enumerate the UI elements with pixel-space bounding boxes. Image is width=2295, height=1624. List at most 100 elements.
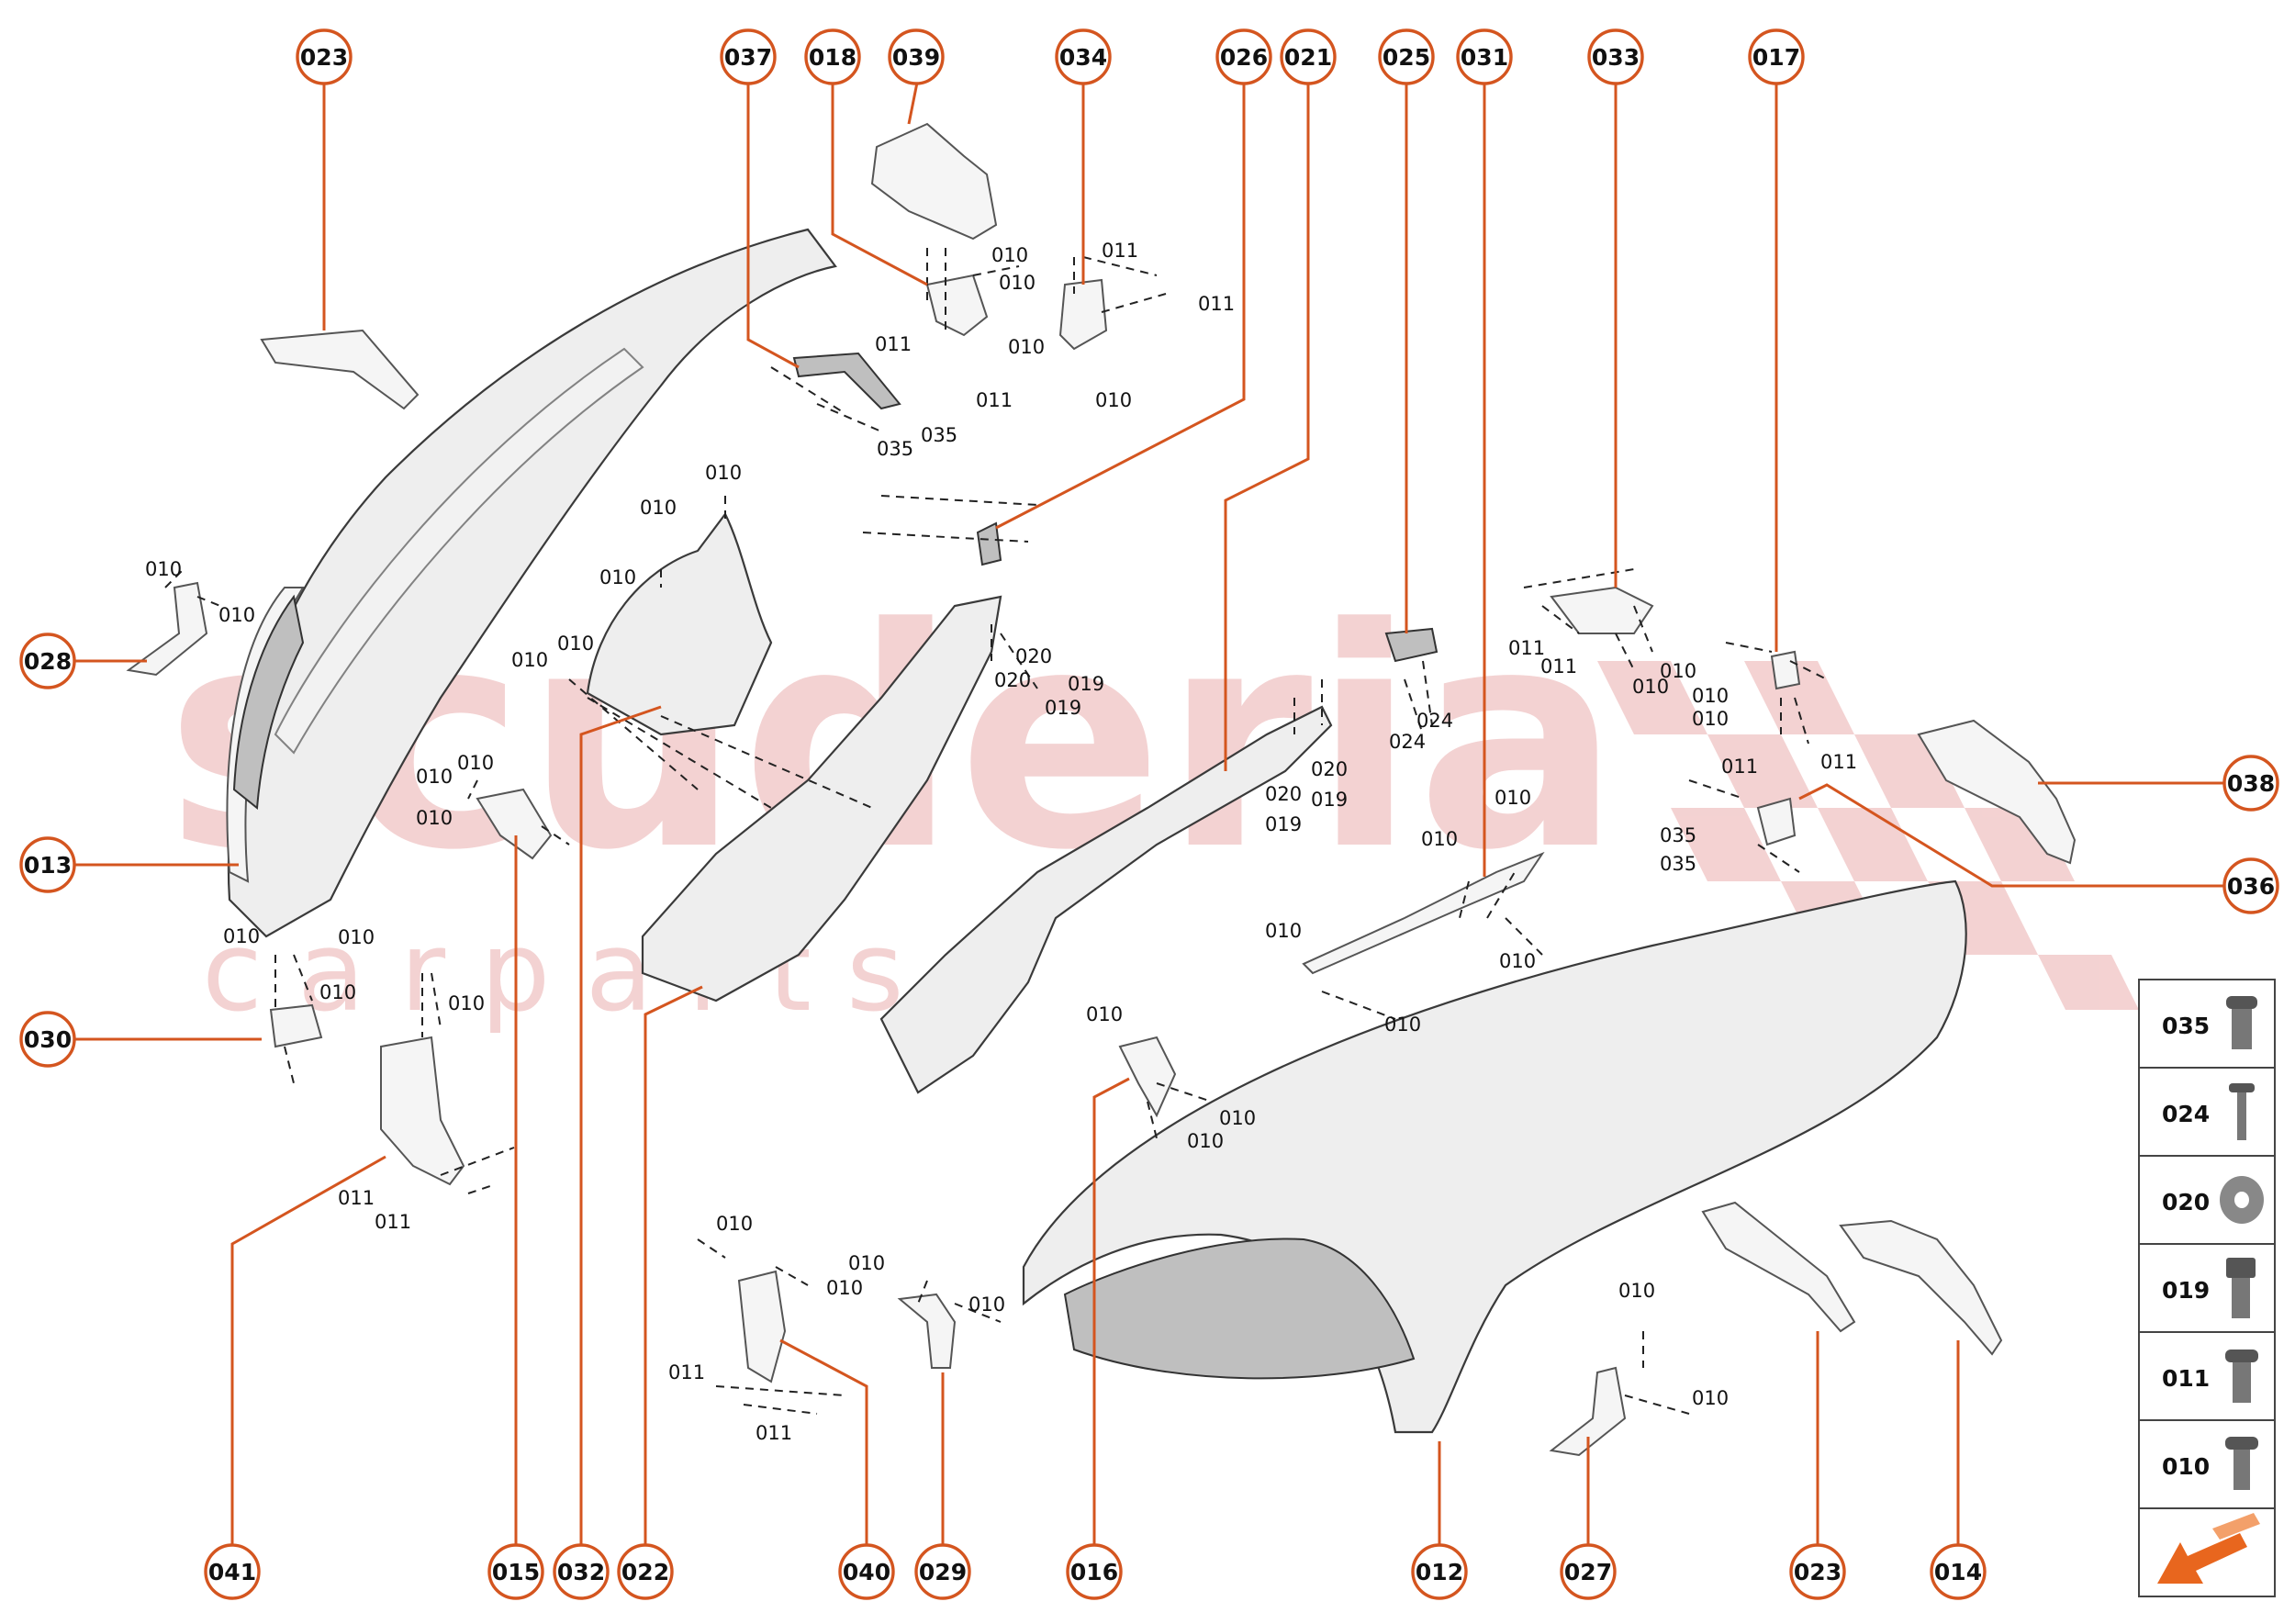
callout-015[interactable]: 015 xyxy=(487,1543,544,1600)
svg-text:036: 036 xyxy=(2227,873,2275,900)
callout-041[interactable]: 041 xyxy=(204,1543,261,1600)
callout-027[interactable]: 027 xyxy=(1560,1543,1617,1600)
bracket-027 xyxy=(1549,1366,1627,1457)
callout-040[interactable]: 040 xyxy=(838,1543,895,1600)
callout-038[interactable]: 038 xyxy=(2222,755,2279,812)
beam-022 xyxy=(641,595,1002,1002)
ref-label: 010 xyxy=(1421,828,1458,850)
svg-text:012: 012 xyxy=(1416,1559,1463,1585)
callout-039[interactable]: 039 xyxy=(888,28,945,85)
callout-012[interactable]: 012 xyxy=(1411,1543,1468,1600)
callout-018[interactable]: 018 xyxy=(804,28,861,85)
ref-label: 011 xyxy=(1102,240,1138,262)
inner-structure-032 xyxy=(586,511,773,736)
legend-row-024 xyxy=(2138,1067,2276,1157)
svg-text:037: 037 xyxy=(724,44,772,71)
flange-screw-icon xyxy=(2225,1437,2258,1490)
legend-row-011 xyxy=(2138,1331,2276,1421)
svg-text:040: 040 xyxy=(843,1559,890,1585)
ref-label: 019 xyxy=(1068,673,1104,695)
callout-023-top[interactable]: 023 xyxy=(296,28,353,85)
legend-code: 020 xyxy=(2162,1189,2210,1215)
callout-028[interactable]: 028 xyxy=(19,633,76,689)
callout-017[interactable]: 017 xyxy=(1748,28,1805,85)
strip-031 xyxy=(1302,851,1545,975)
svg-text:021: 021 xyxy=(1284,44,1332,71)
bracket-017 xyxy=(1770,650,1801,690)
callout-023-bottom[interactable]: 023 xyxy=(1789,1543,1846,1600)
svg-text:014: 014 xyxy=(1934,1559,1982,1585)
ref-label: 010 xyxy=(511,649,548,671)
callout-034[interactable]: 034 xyxy=(1055,28,1112,85)
svg-text:022: 022 xyxy=(621,1559,669,1585)
ref-label: 010 xyxy=(705,462,742,484)
callout-031[interactable]: 031 xyxy=(1456,28,1513,85)
legend-row-035 xyxy=(2138,979,2276,1069)
callout-037[interactable]: 037 xyxy=(720,28,777,85)
svg-text:041: 041 xyxy=(208,1559,256,1585)
callout-030[interactable]: 030 xyxy=(19,1011,76,1068)
svg-text:015: 015 xyxy=(492,1559,540,1585)
legend-code: 024 xyxy=(2162,1101,2210,1127)
leader-lines xyxy=(73,77,2226,1551)
part-026 xyxy=(976,521,1002,566)
svg-text:033: 033 xyxy=(1592,44,1640,71)
ref-label: 010 xyxy=(416,766,453,788)
flange-bolt-icon xyxy=(2226,996,2257,1049)
fastener-legend: 035 024 020 019 011 010 xyxy=(2138,979,2276,1597)
clip-strip-037 xyxy=(792,352,901,410)
ref-label: 010 xyxy=(416,807,453,829)
ref-label: 011 xyxy=(875,333,912,355)
ref-label: 011 xyxy=(976,389,1013,411)
callout-021[interactable]: 021 xyxy=(1280,28,1337,85)
bracket-029 xyxy=(897,1293,957,1369)
ref-label: 035 xyxy=(877,438,913,460)
callout-026[interactable]: 026 xyxy=(1215,28,1272,85)
ref-label: 010 xyxy=(1495,787,1531,809)
torx-bolt-icon xyxy=(2225,1350,2258,1403)
ref-label: 010 xyxy=(1692,708,1729,730)
callout-033[interactable]: 033 xyxy=(1587,28,1644,85)
ref-label: 020 xyxy=(1311,758,1348,780)
bracket-041 xyxy=(380,1036,465,1186)
bracket-018 xyxy=(925,274,989,337)
ref-label: 035 xyxy=(1660,824,1696,846)
ref-label: 019 xyxy=(1265,813,1302,835)
callout-013[interactable]: 013 xyxy=(19,836,76,893)
ref-label: 010 xyxy=(826,1277,863,1299)
svg-text:034: 034 xyxy=(1059,44,1107,71)
part-025 xyxy=(1384,627,1439,663)
ref-label: 010 xyxy=(457,752,494,774)
ref-label: 010 xyxy=(848,1252,885,1274)
ref-label: 011 xyxy=(375,1211,411,1233)
callout-029[interactable]: 029 xyxy=(914,1543,971,1600)
callout-032[interactable]: 032 xyxy=(553,1543,610,1600)
svg-text:023: 023 xyxy=(1794,1559,1842,1585)
ref-label: 010 xyxy=(145,558,182,580)
ref-label: 010 xyxy=(218,604,255,626)
callout-016[interactable]: 016 xyxy=(1066,1543,1123,1600)
ref-label: 011 xyxy=(1508,637,1545,659)
bracket-015 xyxy=(476,788,553,860)
svg-text:018: 018 xyxy=(809,44,856,71)
legend-code: 011 xyxy=(2162,1365,2210,1392)
legend-code: 010 xyxy=(2162,1453,2210,1480)
strip-014 xyxy=(1839,1219,2003,1356)
callout-014[interactable]: 014 xyxy=(1930,1543,1987,1600)
ref-label: 010 xyxy=(1618,1280,1655,1302)
rear-body-side-panel xyxy=(226,228,837,938)
svg-text:017: 017 xyxy=(1752,44,1800,71)
ref-label: 010 xyxy=(1219,1107,1256,1129)
ref-label: 010 xyxy=(1187,1130,1224,1152)
callout-036[interactable]: 036 xyxy=(2222,857,2279,914)
legend-code: 035 xyxy=(2162,1013,2210,1039)
svg-text:030: 030 xyxy=(24,1026,72,1053)
svg-text:028: 028 xyxy=(24,648,72,675)
ref-label: 019 xyxy=(1311,789,1348,811)
svg-text:013: 013 xyxy=(24,852,72,879)
part-039 xyxy=(870,122,998,241)
ref-label: 010 xyxy=(557,633,594,655)
callout-022[interactable]: 022 xyxy=(617,1543,674,1600)
callout-025[interactable]: 025 xyxy=(1378,28,1435,85)
washer-icon xyxy=(2220,1176,2264,1224)
